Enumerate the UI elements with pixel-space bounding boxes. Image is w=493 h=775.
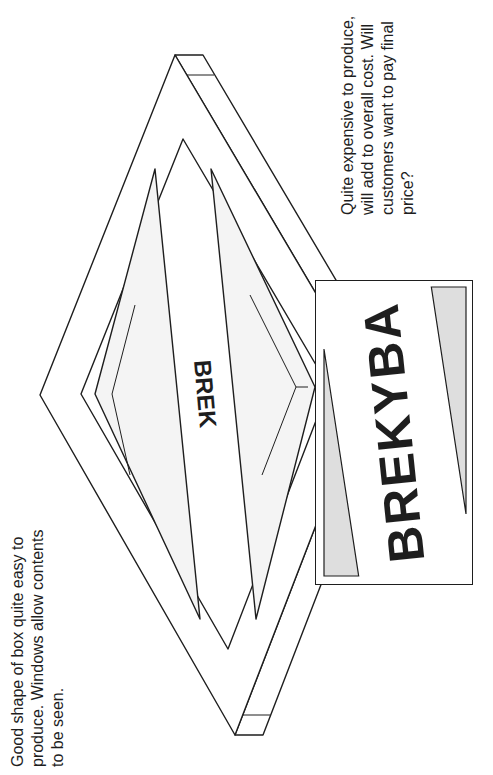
contents-line [296,387,308,388]
brand-name: BREKYBA [351,300,436,566]
shaded-triangle [431,287,466,514]
design-note: Quite expensive to produce, will add to … [338,15,418,215]
window [211,169,315,619]
brand-panel: BREKYBA [315,280,473,585]
window [95,169,200,619]
design-note: Good shape of box quite easy to produce.… [8,512,68,767]
flap-line [187,75,214,76]
brand-name: BREK [187,359,223,429]
shaded-triangle [324,349,359,576]
contents-line [250,295,296,475]
window-frame [81,139,329,649]
flap-line [243,715,270,716]
contents-line [112,305,135,475]
